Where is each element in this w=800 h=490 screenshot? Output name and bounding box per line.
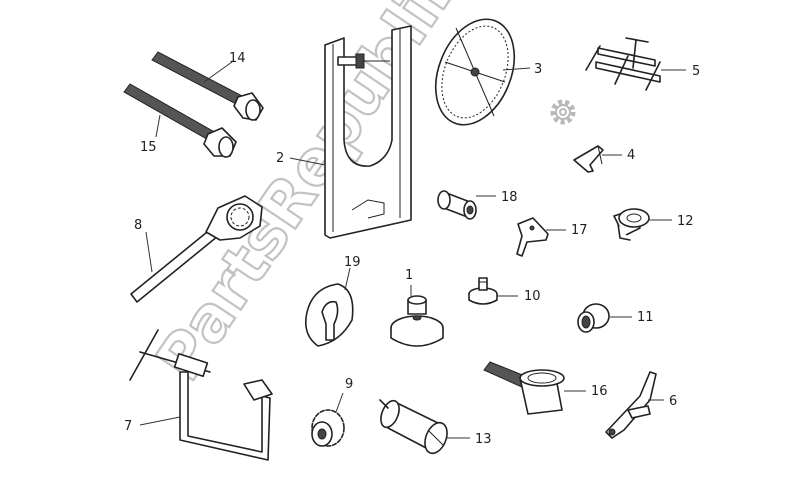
part-6-lever [605,371,657,439]
callout-10: 10 [524,289,541,304]
part-4-bracket [573,145,604,173]
callout-5: 5 [692,64,700,79]
callout-7: 7 [124,419,132,434]
part-19-plate [304,283,354,347]
callout-1: 1 [405,268,413,283]
part-17-clip [516,217,549,257]
callout-labels: 1 2 3 4 5 6 7 8 9 10 11 12 13 14 15 16 1… [124,51,700,447]
part-2-stand [324,25,412,239]
callout-11: 11 [637,310,654,325]
callout-2: 2 [276,151,284,166]
part-1-hub [390,295,444,347]
callout-4: 4 [627,148,635,163]
part-3-degree-wheel [434,18,516,126]
part-9-gear [311,409,345,447]
part-10-knob [468,277,498,305]
leader-lines [139,61,686,439]
callout-15: 15 [140,140,157,155]
callout-19: 19 [344,255,361,270]
callout-6: 6 [669,394,677,409]
gear-icon [550,99,576,125]
callout-16: 16 [591,384,608,399]
part-11-cap [577,303,610,333]
part-5-puller [585,37,661,91]
part-13-tube [379,399,448,455]
part-7-c-clamp [129,329,273,461]
callout-8: 8 [134,218,142,233]
callout-17: 17 [571,223,588,238]
part-12-drift [613,208,650,241]
part-14-bolt [151,51,264,121]
callout-18: 18 [501,190,518,205]
callout-9: 9 [345,377,353,392]
callout-3: 3 [534,62,542,77]
part-8-wrench [130,195,263,303]
callout-14: 14 [229,51,246,66]
part-18-sleeve [437,190,477,220]
callout-12: 12 [677,214,694,229]
part-16-shaft [483,361,565,415]
part-15-bolt [123,83,237,158]
callout-13: 13 [475,432,492,447]
